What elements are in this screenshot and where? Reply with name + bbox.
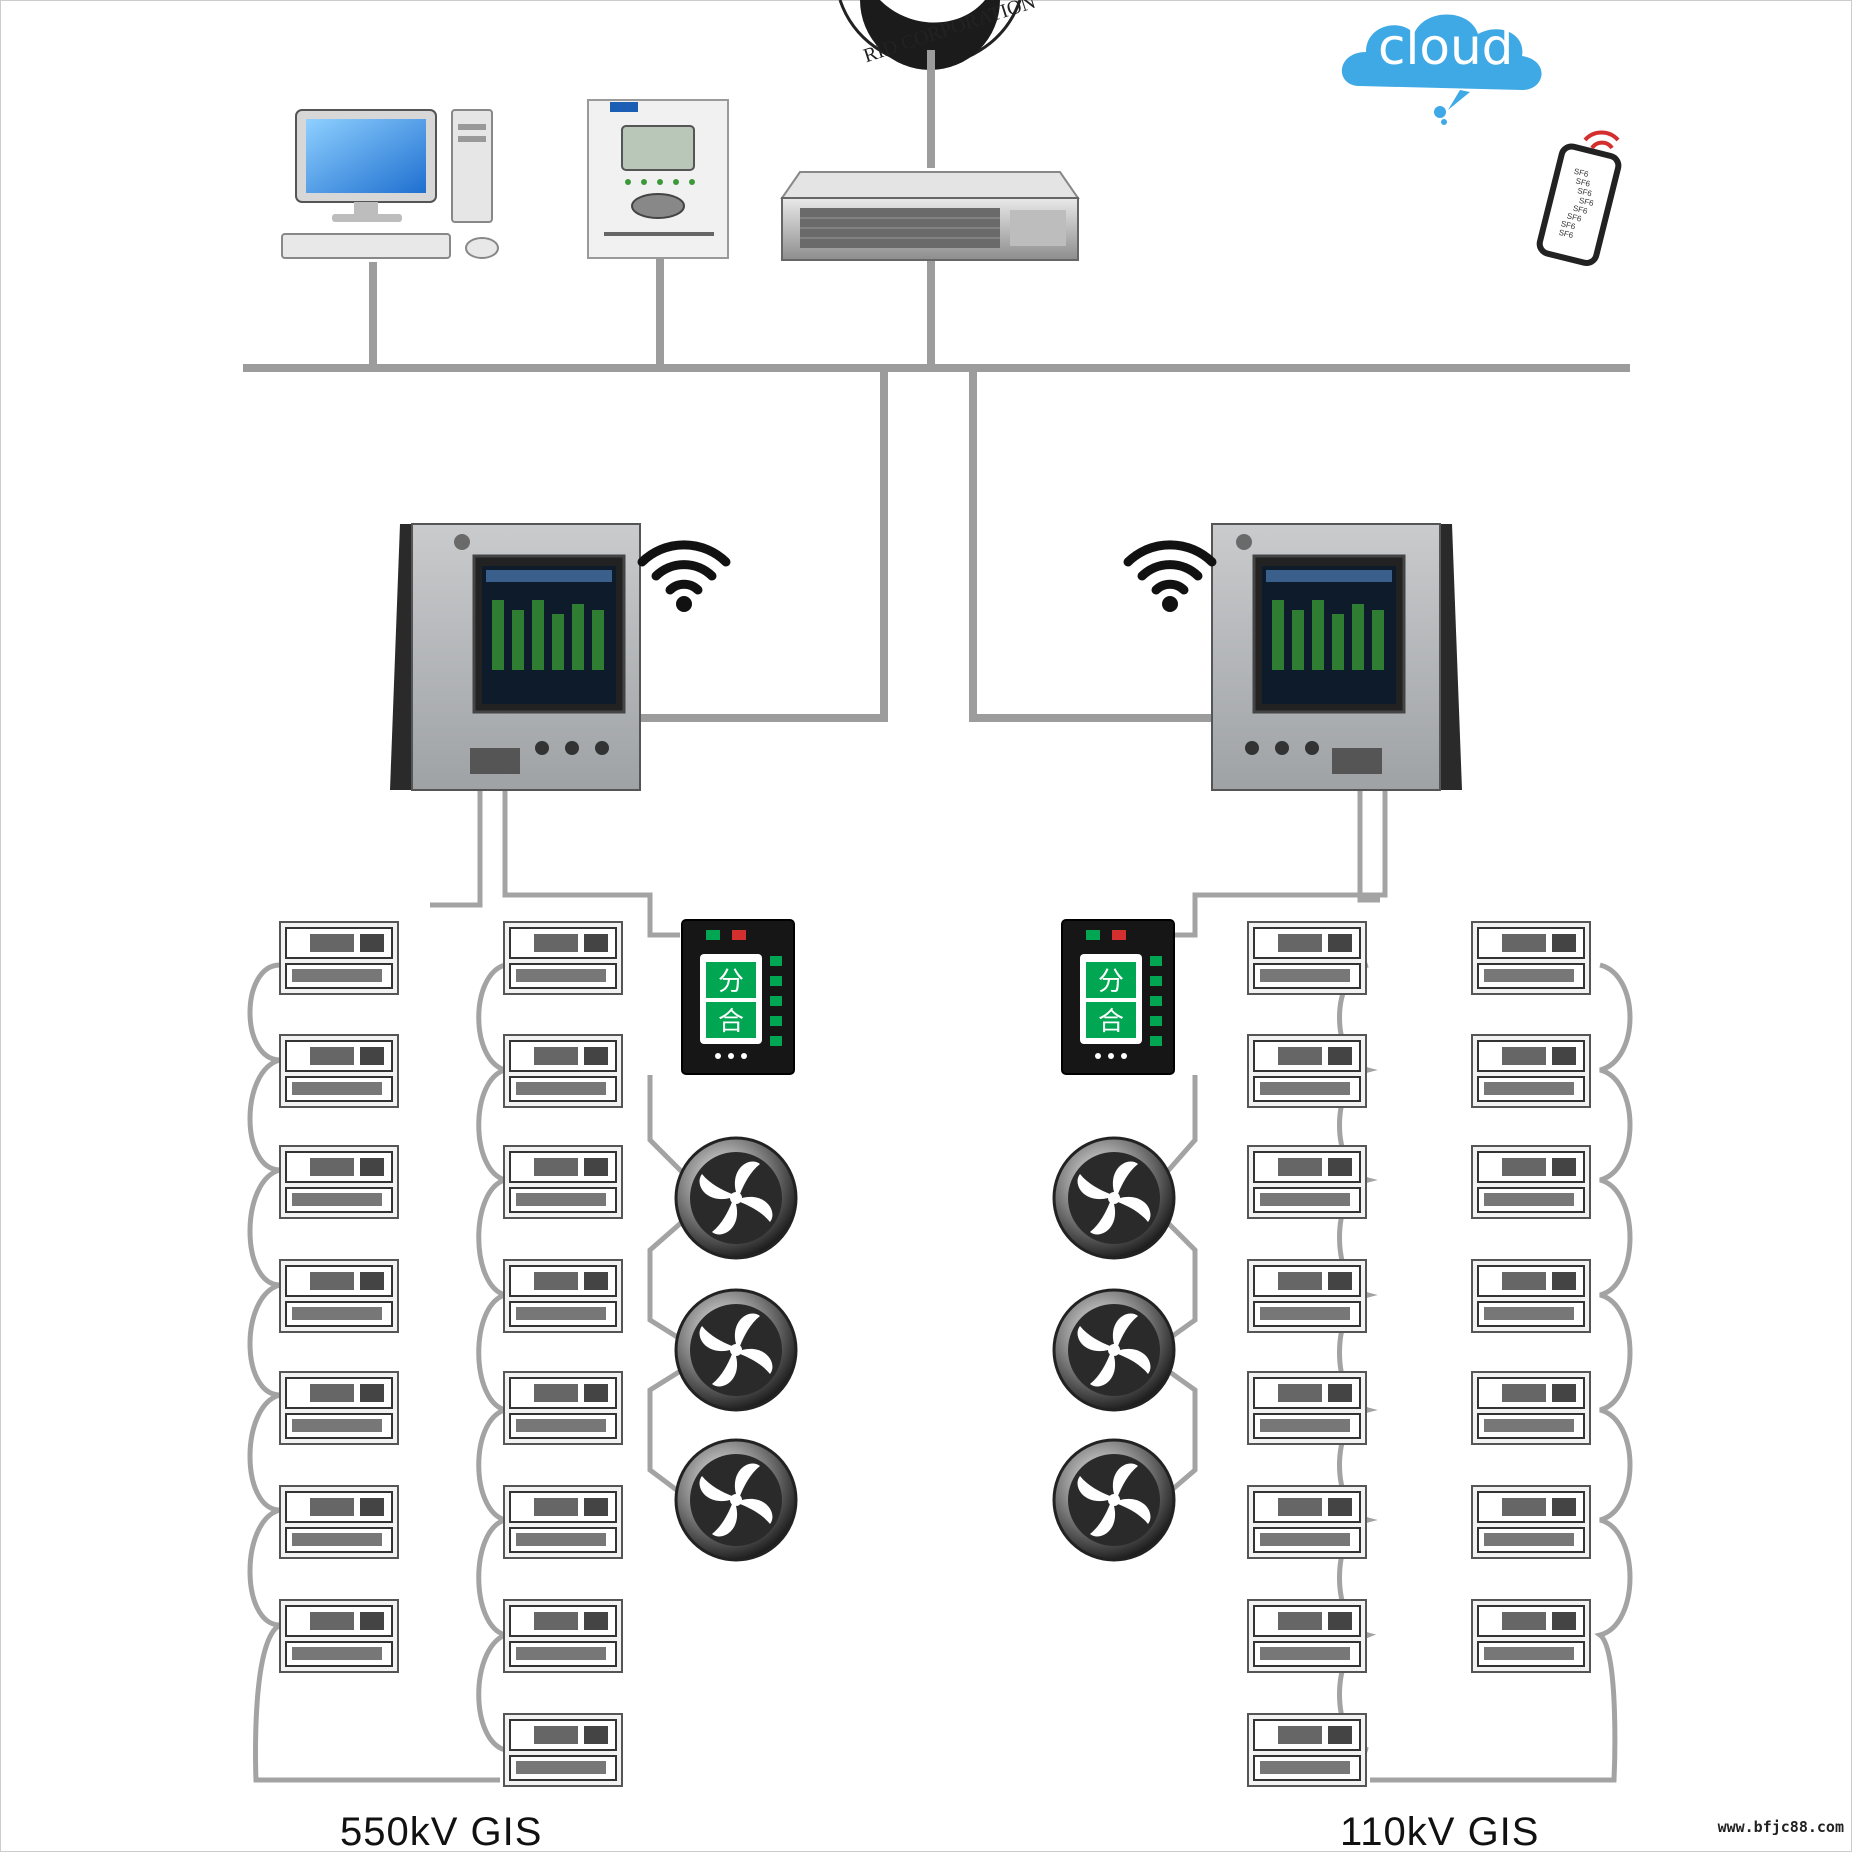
sf6-sensor: [279, 1485, 399, 1559]
sf6-sensor: [1471, 921, 1591, 995]
sf6-sensor: [1471, 1259, 1591, 1333]
rack-server-icon: [780, 171, 1080, 261]
phone-sf6-lines: SF6 SF6 SF6 SF6 SF6 SF6 SF6 SF6: [1558, 167, 1595, 241]
exhaust-fan-icon: [674, 1136, 798, 1260]
sf6-sensor: [1471, 1371, 1591, 1445]
phone-line: SF6: [1575, 176, 1592, 188]
sf6-sensor: [1247, 1259, 1367, 1333]
sf6-sensor: [279, 1259, 399, 1333]
protection-relay-icon: [587, 99, 729, 259]
monitoring-host-right: [1211, 523, 1462, 791]
sensor-column-right-1: [1247, 921, 1367, 1787]
fan-controller-left: 分 合: [681, 919, 795, 1075]
corporation-logo: [838, 0, 1022, 70]
exhaust-fan-icon: [674, 1288, 798, 1412]
sf6-sensor: [503, 921, 623, 995]
sf6-sensor: [1471, 1485, 1591, 1559]
sf6-sensor: [1247, 921, 1367, 995]
sf6-sensor: [1471, 1145, 1591, 1219]
close-label: 合: [1098, 1007, 1124, 1037]
cloud-label: cloud: [1378, 18, 1514, 76]
sf6-sensor: [503, 1259, 623, 1333]
exhaust-fan-icon: [674, 1438, 798, 1562]
sf6-sensor: [1247, 1034, 1367, 1108]
sf6-sensor: [1247, 1713, 1367, 1787]
sf6-sensor: [1471, 1034, 1591, 1108]
cloud-icon: [1341, 14, 1542, 125]
wiring-left: [247, 790, 692, 1783]
sf6-sensor: [503, 1145, 623, 1219]
smartphone-icon: SF6 SF6 SF6 SF6 SF6 SF6 SF6 SF6: [1536, 130, 1622, 267]
sf6-sensor: [279, 1145, 399, 1219]
open-label: 分: [718, 967, 744, 997]
phone-line: SF6: [1560, 219, 1577, 231]
sf6-sensor: [1247, 1371, 1367, 1445]
exhaust-fan-icon: [1052, 1288, 1176, 1412]
sensor-column-left-1: [279, 921, 399, 1673]
sf6-sensor: [279, 921, 399, 995]
network-lines: [243, 50, 1630, 722]
monitoring-host-left: [390, 523, 641, 791]
gis-label-110kv: 110kV GIS: [1340, 1810, 1540, 1854]
phone-line: SF6: [1573, 167, 1590, 179]
sensor-column-right-2: [1471, 921, 1591, 1673]
wifi-icon: [642, 545, 726, 612]
close-label: 合: [718, 1007, 744, 1037]
fan-controller-right: 分 合: [1061, 919, 1175, 1075]
sf6-sensor: [1247, 1599, 1367, 1673]
desktop-computer-icon: [281, 109, 499, 259]
sf6-sensor: [279, 1371, 399, 1445]
exhaust-fan-icon: [1052, 1136, 1176, 1260]
sf6-sensor: [279, 1034, 399, 1108]
sf6-sensor: [1471, 1599, 1591, 1673]
sf6-sensor: [503, 1034, 623, 1108]
sf6-sensor: [503, 1599, 623, 1673]
sensor-column-left-2: [503, 921, 623, 1787]
wifi-icon: [1128, 545, 1212, 612]
phone-line: SF6: [1558, 228, 1575, 240]
sf6-sensor: [1247, 1145, 1367, 1219]
sf6-sensor: [1247, 1485, 1367, 1559]
phone-line: SF6: [1572, 204, 1589, 216]
open-label: 分: [1098, 967, 1124, 997]
sf6-sensor: [503, 1485, 623, 1559]
sf6-sensor: [279, 1599, 399, 1673]
phone-line: SF6: [1576, 186, 1593, 198]
website-watermark: www.bfjc88.com: [1717, 1818, 1844, 1836]
phone-line: SF6: [1566, 211, 1583, 223]
gis-label-550kv: 550kV GIS: [340, 1810, 543, 1854]
sf6-sensor: [503, 1713, 623, 1787]
phone-line: SF6: [1578, 196, 1595, 208]
exhaust-fan-icon: [1052, 1438, 1176, 1562]
sf6-sensor: [503, 1371, 623, 1445]
